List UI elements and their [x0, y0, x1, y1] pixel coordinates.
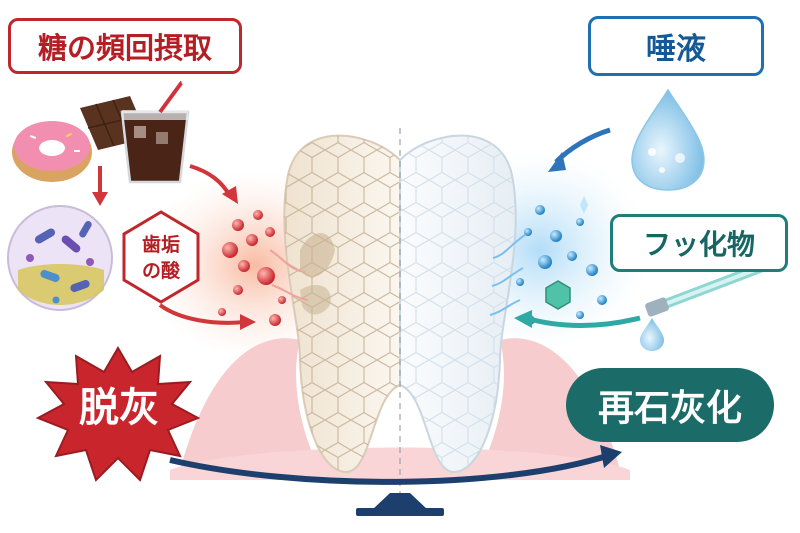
saliva-flow-lines: [489, 234, 526, 316]
water-drop-icon: [631, 88, 705, 191]
fluoride-crystal-icon: [545, 280, 571, 310]
sugar-intake-label: 糖の頻回摂取: [8, 18, 242, 74]
arrow-head: [548, 152, 566, 172]
demineralization-label: 脱灰: [79, 385, 159, 431]
fluoride-label: フッ化物: [610, 214, 788, 272]
remineralization-bubble: [566, 368, 774, 442]
fluoride-dropper-icon: [640, 263, 765, 351]
saliva-label: 唾液: [588, 16, 764, 76]
donut-icon: [12, 121, 92, 182]
arrow-head: [240, 314, 256, 330]
arrow-head: [222, 186, 238, 204]
demineralization-burst: [35, 346, 201, 482]
plaque-acid-badge: [122, 210, 200, 304]
gum-left: [180, 338, 320, 470]
cola-icon: [120, 80, 190, 184]
tooth-icon: [283, 128, 517, 500]
arrow-head: [514, 310, 532, 328]
arrow-head: [92, 192, 108, 206]
acid-bubbles: [218, 210, 286, 326]
bacteria-icon: [7, 205, 113, 311]
remineralization-label: 再石灰化: [597, 388, 742, 429]
plaque-acid-label: 歯垢 の酸: [141, 234, 180, 282]
mineral-bubbles: [516, 196, 607, 325]
balance-icon: [169, 445, 622, 516]
acid-flow-lines: [269, 249, 309, 301]
